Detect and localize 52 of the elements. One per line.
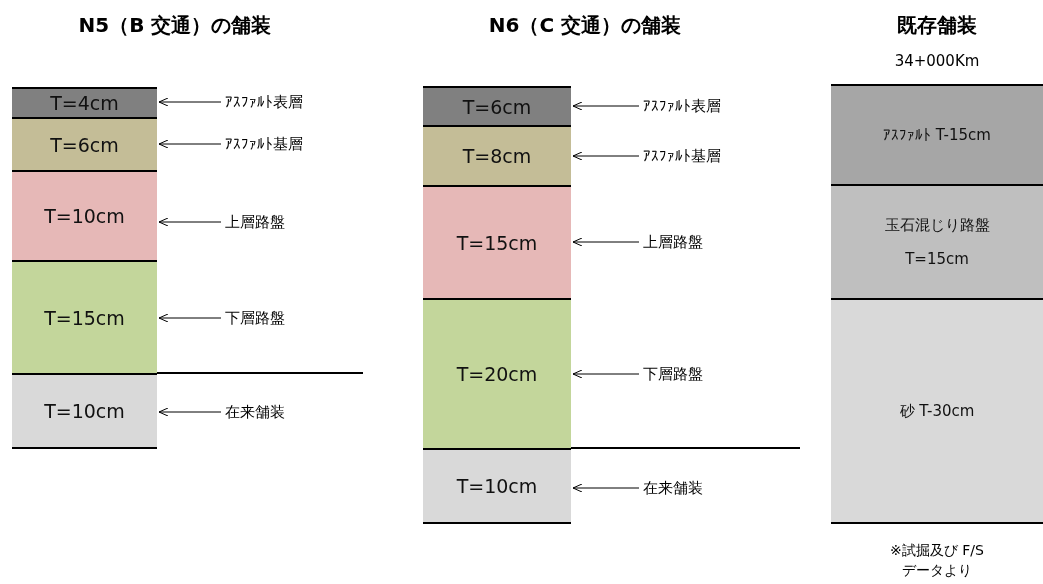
layer-label: T=15cm <box>905 249 969 270</box>
layer-label: T=6cm <box>462 95 532 118</box>
arrow <box>572 483 640 493</box>
layer-name-label: 下層路盤 <box>225 306 285 330</box>
pavement-layer <box>423 86 571 125</box>
layer-name-label: 上層路盤 <box>643 230 703 254</box>
arrow <box>158 313 222 323</box>
layer-name-label: ｱｽﾌｧﾙﾄ表層 <box>643 94 721 118</box>
arrow <box>572 151 640 161</box>
pavement-layer <box>12 170 157 260</box>
layer-label: T=10cm <box>456 475 538 497</box>
layer-name-label: 下層路盤 <box>643 362 703 386</box>
note-text: 34+000Km <box>893 52 981 70</box>
pavement-layer <box>831 298 1043 524</box>
arrow <box>572 237 640 247</box>
pavement-layer <box>831 184 1043 298</box>
layer-label: 砂 T-30cm <box>899 401 975 422</box>
layer-label: T=8cm <box>462 145 532 167</box>
layer-label: 玉石混じり路盤 <box>884 215 990 236</box>
column-heading: N6（C 交通）の舗装 <box>487 12 683 39</box>
arrow <box>572 101 640 111</box>
pavement-layer <box>423 185 571 298</box>
layer-label: T=10cm <box>44 205 125 227</box>
layer-label: T=6cm <box>50 133 119 156</box>
layer-name-label: 在来舗装 <box>225 400 285 424</box>
layer-name-label: 在来舗装 <box>643 476 703 500</box>
pavement-layer <box>423 448 571 524</box>
pavement-layer <box>423 125 571 185</box>
pavement-layer <box>12 117 157 170</box>
arrow <box>572 369 640 379</box>
arrow <box>158 97 222 107</box>
arrow <box>158 407 222 417</box>
pavement-layer <box>12 373 157 449</box>
layer-label: ｱｽﾌｧﾙﾄ T-15cm <box>883 125 991 146</box>
layer-label: T=15cm <box>44 306 125 329</box>
pavement-layer <box>423 298 571 448</box>
layer-label: T=20cm <box>456 363 538 385</box>
arrow <box>158 217 222 227</box>
column-heading: 既存舗装 <box>896 12 978 39</box>
layer-name-label: ｱｽﾌｧﾙﾄ基層 <box>643 144 721 168</box>
pavement-layer <box>12 260 157 373</box>
column-heading: N5（B 交通）の舗装 <box>77 12 273 39</box>
arrow <box>158 139 222 149</box>
pavement-layer <box>831 84 1043 184</box>
note-text: ※試掘及び F/S データより <box>889 541 985 580</box>
layer-name-label: ｱｽﾌｧﾙﾄ基層 <box>225 132 303 156</box>
layer-label: T=10cm <box>44 400 125 422</box>
layer-label: T=15cm <box>456 231 538 254</box>
layer-name-label: ｱｽﾌｧﾙﾄ表層 <box>225 90 303 114</box>
layer-label: T=4cm <box>50 92 119 114</box>
layer-name-label: 上層路盤 <box>225 210 285 234</box>
pavement-layer <box>12 87 157 117</box>
